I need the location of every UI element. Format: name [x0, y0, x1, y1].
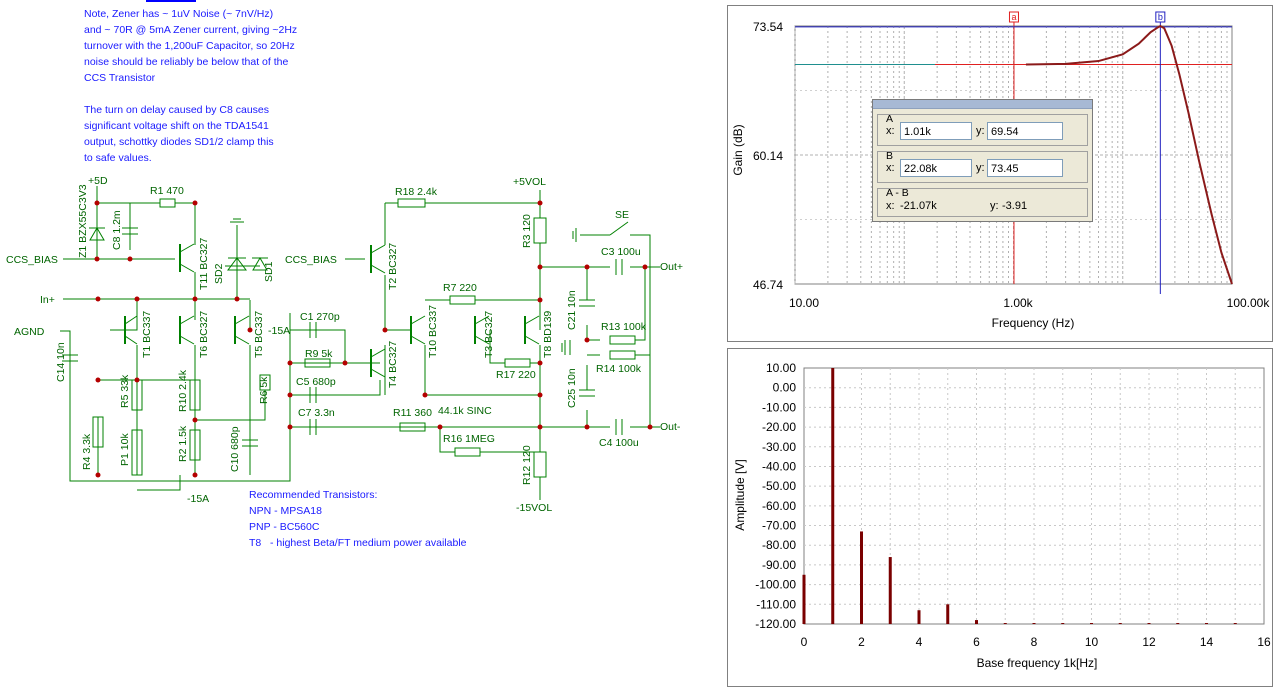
label-c10: C10 680p [229, 426, 241, 472]
label-r2: R2 1.5k [177, 425, 189, 462]
turn-on-delay-note: The turn on delay caused by C8 causes si… [84, 104, 274, 164]
readout-group-b: B x: 22.08k y: 73.45 [877, 150, 1088, 183]
label-m15a-2: -15A [187, 493, 209, 505]
label-in-plus: In+ [40, 294, 55, 306]
label-sinc: 44.1k SINC [438, 405, 492, 417]
cursor-b-label: b [1158, 12, 1163, 22]
bode-x-label-10: 10.00 [789, 296, 819, 310]
label-out-minus: Out- [660, 421, 681, 433]
label-r16: R16 1MEG [443, 433, 495, 445]
label-r7: R7 220 [443, 282, 477, 294]
label-t6: T6 BC327 [198, 311, 210, 358]
readout-ab-x-value: -21.07k [900, 200, 937, 212]
recommended-transistors-note: Recommended Transistors: NPN - MPSA18 PN… [249, 489, 467, 549]
label-c4: C4 100u [599, 437, 639, 449]
label-p5d: +5D [88, 175, 108, 187]
label-ccs-bias-1: CCS_BIAS [6, 254, 58, 266]
label-out-plus: Out+ [660, 261, 683, 273]
label-z1: Z1 BZX55C3V3 [77, 184, 89, 258]
label-t1: T1 BC337 [141, 311, 153, 358]
bode-x-label-100k: 100.00k [1227, 296, 1271, 310]
label-c8: C8 1.2m [111, 210, 123, 250]
readout-ab-x-prefix: x: [886, 200, 895, 212]
readout-group-a: A x: 1.01k y: 69.54 [877, 113, 1088, 146]
label-c3: C3 100u [601, 246, 641, 258]
readout-b-x-field[interactable]: 22.08k [900, 159, 972, 177]
label-r18: R18 2.4k [395, 186, 438, 198]
label-t4: T4 BC327 [387, 341, 399, 388]
readout-a-x-field[interactable]: 1.01k [900, 122, 972, 140]
label-r13: R13 100k [601, 321, 647, 333]
label-t3: T3 BC327 [483, 311, 495, 358]
label-p1: P1 10k [119, 433, 131, 466]
cursor-readout-window[interactable]: A x: 1.01k y: 69.54 B x: 22.08k y: 73.45… [872, 99, 1093, 222]
label-c21: C21 10n [566, 290, 578, 330]
label-t2: T2 BC327 [387, 243, 399, 290]
bode-x-label-1k: 1.00k [1003, 296, 1033, 310]
bode-x-axis-title: Frequency (Hz) [992, 316, 1075, 330]
label-m15vol: -15VOL [516, 502, 552, 514]
label-r14: R14 100k [596, 363, 642, 375]
label-ccs-bias-2: CCS_BIAS [285, 254, 337, 266]
label-c7: C7 3.3n [298, 407, 335, 419]
label-r17: R17 220 [496, 369, 536, 381]
label-se: SE [615, 209, 629, 221]
zener-noise-note: Note, Zener has ~ 1uV Noise (~ 7nV/Hz) a… [84, 8, 298, 84]
bode-y-axis-title: Gain (dB) [731, 124, 745, 175]
readout-ab-label: A - B [886, 187, 909, 199]
readout-a-y-field[interactable]: 69.54 [987, 122, 1063, 140]
label-t10: T10 BC337 [427, 305, 439, 358]
label-m15a-1: -15A [268, 325, 290, 337]
label-r4: R4 3.3k [81, 433, 93, 470]
label-r10: R10 2.4k [177, 369, 189, 412]
label-r6: R6 5k [258, 376, 270, 404]
label-sd1: SD1 [263, 261, 275, 282]
label-r1: R1 470 [150, 185, 184, 197]
circuit-schematic[interactable]: +5D Z1 BZX55C3V3 C8 1.2m R1 470 T11 BC32… [0, 0, 720, 690]
fft-plot-panel [727, 348, 1273, 687]
bode-y-label-bot: 46.74 [753, 278, 783, 292]
bode-y-label-top: 73.54 [753, 20, 783, 34]
label-r9: R9 5k [305, 348, 333, 360]
label-sd2: SD2 [213, 263, 225, 284]
gain-curve [1025, 24, 1233, 285]
readout-ab-y-value: -3.91 [1002, 200, 1028, 212]
readout-title-bar[interactable] [873, 100, 1092, 109]
readout-a-label: A [886, 113, 894, 125]
readout-b-y-prefix: y: [976, 162, 985, 174]
label-c14: C14 10n [55, 342, 67, 382]
label-t8: T8 BD139 [542, 311, 554, 358]
readout-group-ab: A - B x: -21.07k y: -3.91 [877, 187, 1088, 217]
cursor-a-label: a [1011, 12, 1016, 22]
label-r5: R5 33k [119, 374, 131, 408]
label-p5vol: +5VOL [513, 176, 546, 188]
label-c25: C25 10n [566, 368, 578, 408]
cursor-b-marker[interactable]: b [1155, 11, 1166, 23]
label-r11: R11 360 [393, 407, 432, 419]
readout-b-y-field[interactable]: 73.45 [987, 159, 1063, 177]
cursor-a-marker[interactable]: a [1008, 11, 1019, 23]
readout-b-x-prefix: x: [886, 162, 895, 174]
label-t5: T5 BC337 [253, 311, 265, 358]
label-r3: R3 120 [521, 214, 533, 248]
label-c1: C1 270p [300, 311, 340, 323]
readout-a-y-prefix: y: [976, 125, 985, 137]
bode-y-label-mid: 60.14 [753, 149, 783, 163]
readout-b-label: B [886, 150, 894, 162]
label-agnd: AGND [14, 326, 45, 338]
label-c5: C5 680p [296, 376, 336, 388]
label-r12: R12 120 [521, 445, 533, 485]
readout-a-x-prefix: x: [886, 125, 895, 137]
label-t11: T11 BC327 [198, 238, 210, 290]
readout-ab-y-prefix: y: [990, 200, 999, 212]
